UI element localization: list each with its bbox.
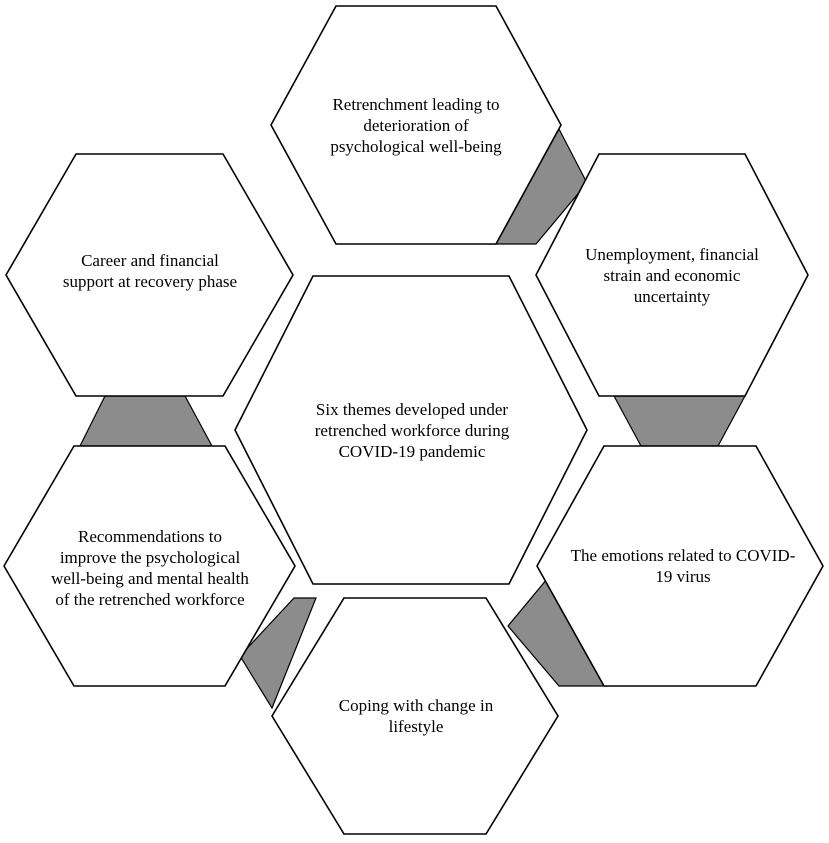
theme-label-retrenchment: Retrenchment leading to deterioration of… [330,94,502,156]
hexagon-upper-right [535,153,809,397]
theme-label-unemployment: Unemployment, financial strain and econo… [585,244,759,306]
connector-lower-left-to-upper-left [79,395,214,447]
hexagon-upper-left [5,153,294,397]
connector-upper-right-to-lower-right [612,395,747,447]
hexagon-center [234,275,588,585]
hexagon-lower-right [536,445,824,687]
center-theme-label: Six themes developed under retrenched wo… [314,399,510,461]
theme-label-career-support: Career and financial support at recovery… [62,251,238,291]
connector-bottom-to-lower-left [239,597,317,710]
theme-label-emotions: The emotions related to COVID-19 virus [570,546,796,586]
hexagon-lower-left [3,445,296,687]
hexagon-bottom [271,597,559,835]
theme-label-coping: Coping with change in lifestyle [338,696,494,736]
theme-label-recommendations: Recommendations to improve the psycholog… [51,527,249,609]
hexagon-top [270,5,562,245]
